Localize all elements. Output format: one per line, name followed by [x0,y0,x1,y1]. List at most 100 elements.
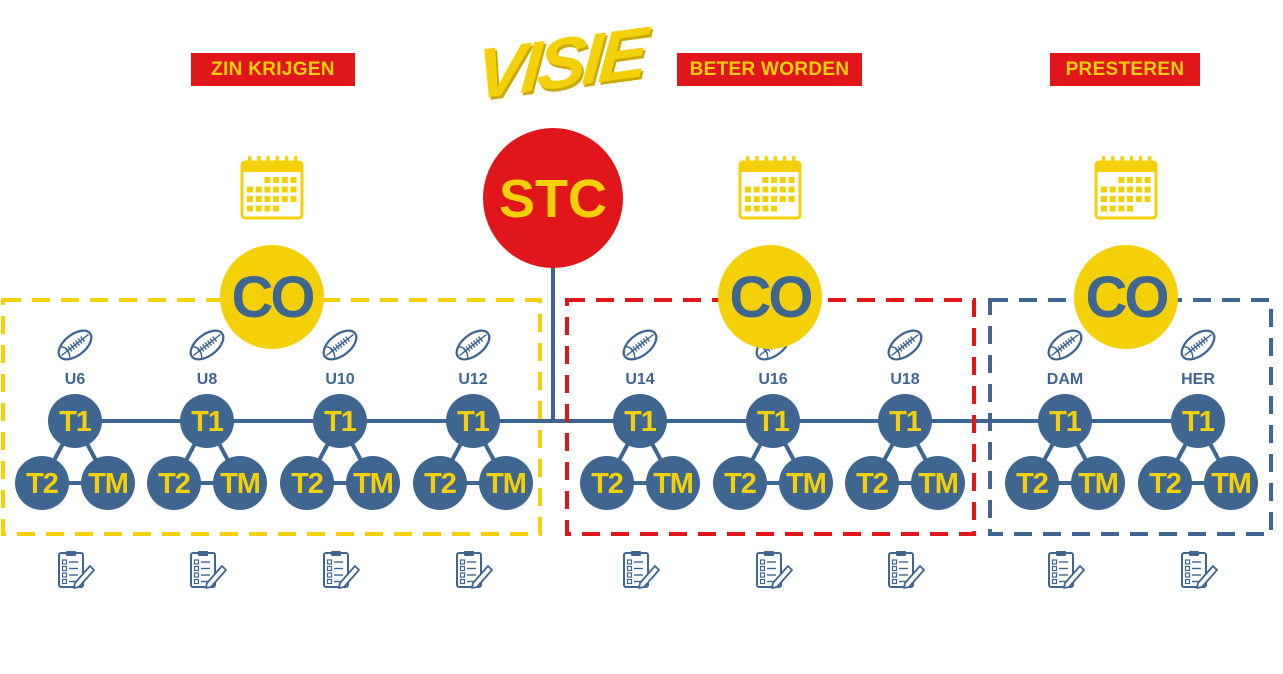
ball-panel-line [1051,346,1061,358]
ball-lace [209,338,215,345]
phase-banner-zin-krijgen: ZIN KRIJGEN [191,53,355,86]
checklist-clip [631,551,641,556]
stc-label: STC [499,169,607,229]
node-t1-label: T1 [889,406,922,438]
checklist-box [326,559,333,565]
calendar-day [762,196,769,202]
rugby-ball-icon [455,329,491,361]
node-tm-label: TM [1078,468,1118,500]
rugby-ball-icon [1047,329,1083,361]
ball-lace [74,340,81,346]
calendar-day [1109,205,1116,212]
pencil [338,565,360,589]
checklist-box [1051,572,1058,578]
ball-lace [1197,340,1204,346]
node-t2-label: T2 [1149,468,1181,500]
node-tm-circle [1071,456,1125,510]
ball-lace [67,345,73,352]
checklist-clip [198,551,208,556]
checklist-icon [456,551,493,589]
calendar-day [771,186,778,193]
ball-panel-line [1184,346,1194,358]
calendar-day [273,205,280,212]
node-t1-circle [180,394,234,448]
checklist-clip [764,551,774,556]
ball-lace [475,338,481,345]
calendar-ring [782,156,787,168]
checklist-clip [331,551,341,556]
ball-panel-line [61,346,71,358]
node-t2-circle [713,456,767,510]
calendar-ring [792,156,796,168]
calendar-ring [248,156,252,168]
checklist-box [193,565,200,572]
calendar-day [1135,186,1142,193]
calendar-header [242,162,302,172]
checklist-clip [896,551,906,556]
rugby-ball-icon [1180,329,1216,361]
ball-lace [910,336,916,343]
node-t2-label: T2 [291,468,323,500]
calendar-day [788,186,795,193]
checklist-box [759,578,766,585]
ball-lace [212,336,218,343]
node-tm-circle [81,456,135,510]
node-tm-label: TM [486,468,526,500]
checklist-box [891,559,898,565]
node-t2-label: T2 [26,468,58,500]
ball-lace [80,336,86,343]
calendar-day [264,205,271,212]
rugby-ball-icon [57,329,93,361]
pencil [638,565,660,589]
calendar-ring [1111,156,1115,168]
ball-lace [1200,338,1206,345]
checklist-box [759,565,766,572]
node-t1-circle [313,394,367,448]
ball-lace [334,344,341,350]
node-t1-label: T1 [324,406,357,438]
calendar-day [1127,177,1134,183]
calendar-day [1109,186,1116,193]
ball-lace [467,344,474,350]
calendar-ring [294,156,298,168]
ball-panel-line [626,346,636,358]
checklist-icon [190,551,227,589]
ball-lace [645,336,651,343]
rugby-ball-icon [622,329,658,361]
pencil [73,565,95,589]
node-tm-circle [213,456,267,510]
ball-lace [1057,345,1063,352]
stc-circle [483,128,623,268]
calendar-day [1135,196,1142,202]
checklist-box [61,565,68,572]
checklist-box [891,565,898,572]
team-label: U8 [197,371,218,388]
node-tm-circle [346,456,400,510]
calendar-day [1127,196,1134,202]
calendar-day [1144,196,1151,202]
calendar-day [1144,186,1151,193]
calendar-day [762,186,769,193]
checklist-box [759,559,766,565]
checklist-box [459,565,466,572]
ball-lace [472,340,479,346]
calendar-header [1096,162,1156,172]
ball-lace [1062,342,1068,348]
node-t1-label: T1 [457,406,490,438]
coordinator-label-0: CO [232,265,314,330]
node-tm-label: TM [1211,468,1251,500]
ball-lace [206,340,213,346]
ball-lace [637,342,643,348]
node-t2-label: T2 [1016,468,1048,500]
calendar-day [1118,196,1125,202]
checklist-icon [323,551,360,589]
calendar-day [290,196,297,202]
node-tm-circle [1204,456,1258,510]
